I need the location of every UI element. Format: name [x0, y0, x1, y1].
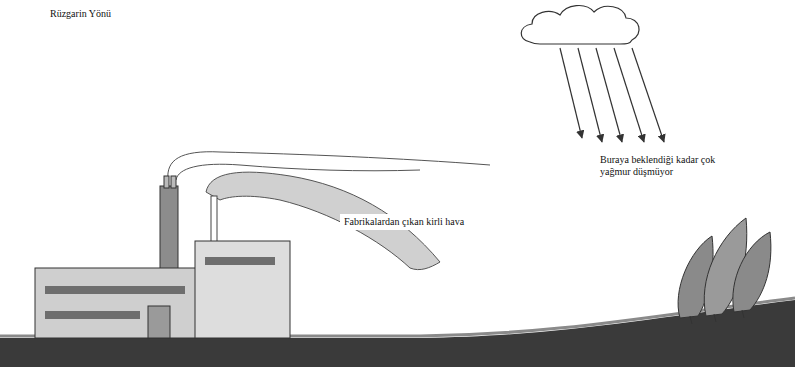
rain-arrow: [632, 48, 664, 142]
door: [148, 306, 170, 338]
thin-smoke: [168, 152, 490, 180]
pollution-label: Fabrikalardan çıkan kirli hava: [340, 214, 468, 230]
stack: [171, 176, 176, 188]
window-band: [45, 286, 185, 294]
trunk: [690, 316, 692, 324]
rain-arrow: [560, 48, 582, 138]
rain-arrow: [614, 48, 644, 142]
factory-building: [195, 241, 290, 338]
pipe: [211, 196, 217, 242]
trunk: [714, 314, 716, 322]
window-band: [205, 257, 275, 265]
trunk: [742, 310, 744, 318]
rain-note-label: Buraya beklendiği kadar çok yağmur düşmü…: [596, 152, 722, 180]
stack: [164, 176, 169, 188]
rain-arrow: [578, 48, 602, 142]
tree: [733, 232, 771, 312]
wind-direction-label: Rüzgarin Yönü: [46, 6, 115, 22]
chimney: [160, 186, 178, 270]
cloud: [521, 6, 639, 44]
factory-building: [35, 268, 197, 338]
window-band: [45, 311, 140, 319]
